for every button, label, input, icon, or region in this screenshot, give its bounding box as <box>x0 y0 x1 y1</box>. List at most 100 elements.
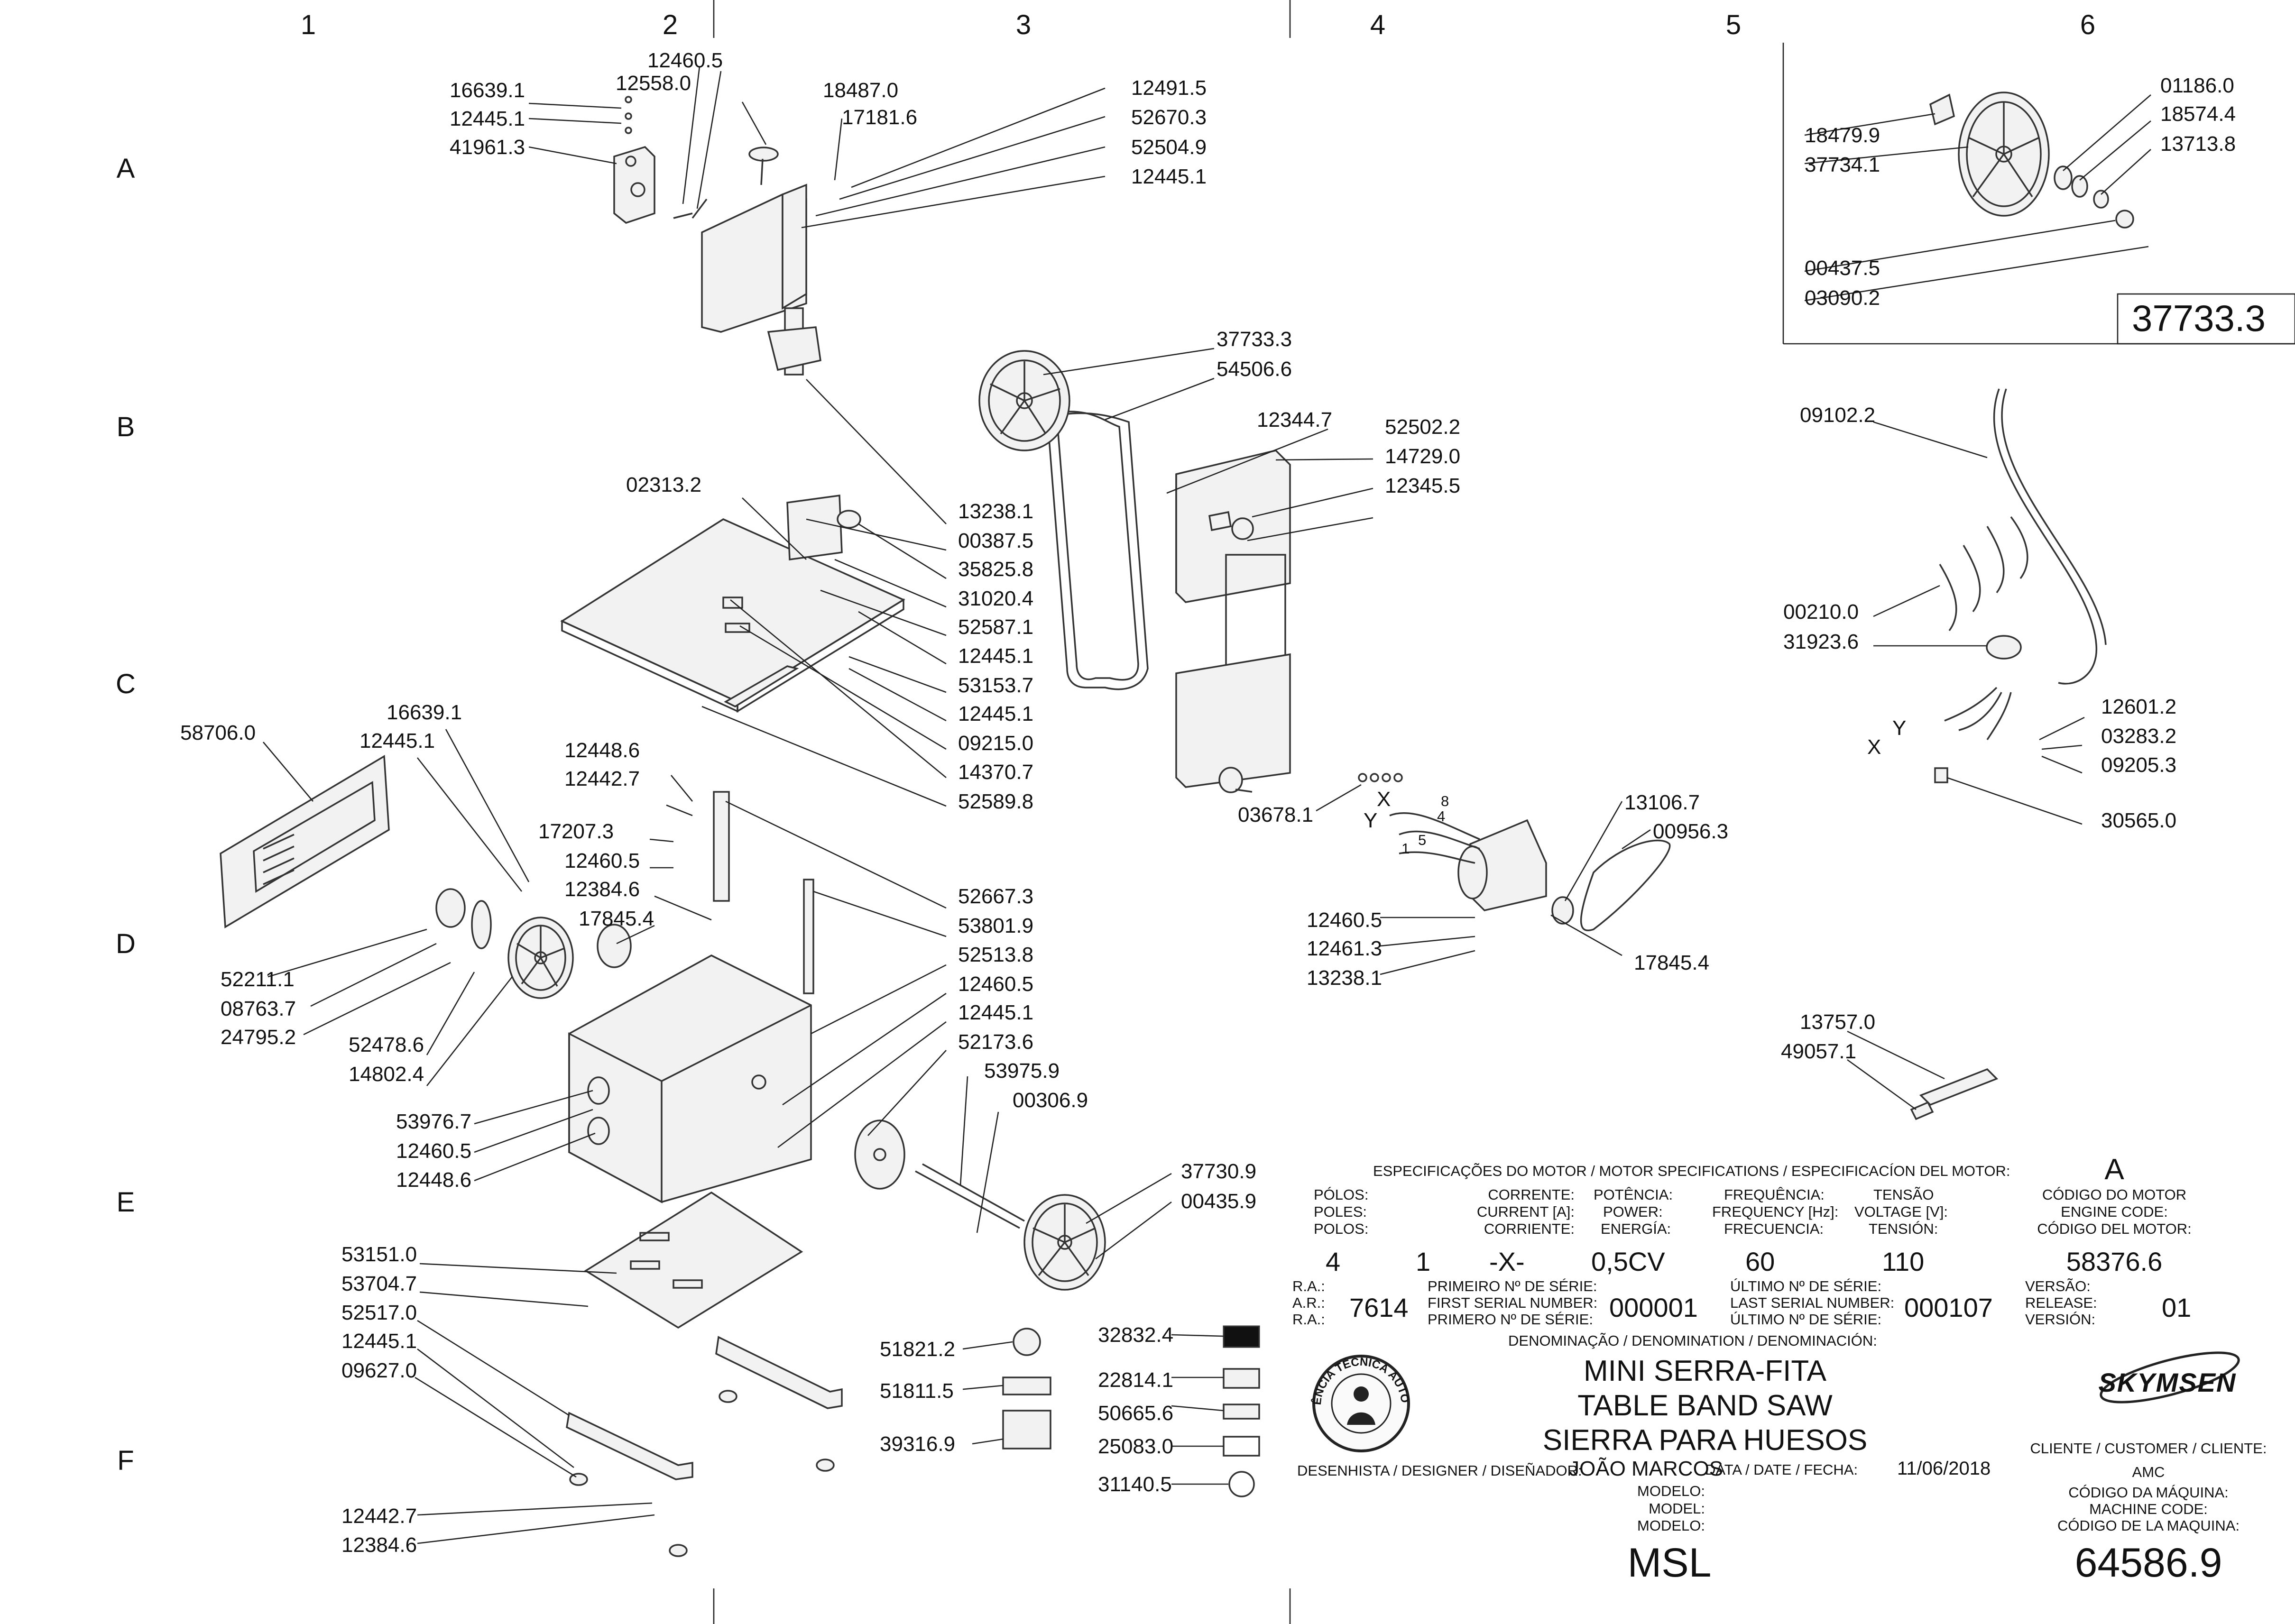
callout-52667-3: 52667.3 <box>958 885 1033 908</box>
designer-value: JOÃO MARCOS <box>1569 1457 1723 1480</box>
frequency-header-es: FRECUENCIA: <box>1724 1220 1824 1237</box>
callout-03678-1: 03678.1 <box>1238 803 1313 826</box>
date-label: DATA / DATE / FECHA: <box>1705 1461 1858 1478</box>
last-serial-value: 000107 <box>1904 1293 1993 1322</box>
grid-column-2: 2 <box>663 9 678 40</box>
tension-knob <box>748 147 779 185</box>
current-value: -X- <box>1489 1247 1525 1276</box>
callout-14729-0: 14729.0 <box>1385 445 1460 468</box>
grid-frame: 1 2 3 4 5 6 A B C D E F <box>116 0 2095 1624</box>
callout-12445-1-c: 12445.1 <box>958 644 1033 668</box>
power-cord <box>1934 388 2107 783</box>
frame-column <box>1175 450 1291 793</box>
power-header-pt: POTÊNCIA: <box>1594 1186 1673 1203</box>
callout-09627-0: 09627.0 <box>341 1359 417 1382</box>
wiring-terminal-4: 4 <box>1437 808 1445 825</box>
brand-wordmark: SKYMSEN <box>2099 1367 2237 1397</box>
callout-00437-5: 00437.5 <box>1805 257 1880 280</box>
callout-53704-7: 53704.7 <box>341 1272 417 1295</box>
callout-17207-3: 17207.3 <box>538 820 614 843</box>
callout-12491-5: 12491.5 <box>1131 76 1207 100</box>
callout-12345-5: 12345.5 <box>1385 474 1460 497</box>
ra-label-es: R.A.: <box>1292 1311 1325 1328</box>
callout-12344-7: 12344.7 <box>1257 408 1332 431</box>
power-header-en: POWER: <box>1603 1203 1663 1220</box>
callout-53976-7: 53976.7 <box>396 1110 471 1133</box>
last-serial-label-pt: ÚLTIMO Nº DE SÉRIE: <box>1730 1278 1881 1294</box>
callout-09215-0: 09215.0 <box>958 732 1033 755</box>
machine-code-label-en: MACHINE CODE: <box>2089 1501 2208 1517</box>
callout-09102-2: 09102.2 <box>1800 404 1875 427</box>
callout-12445-1-e: 12445.1 <box>359 729 435 752</box>
first-serial-label-es: PRIMERO Nº DE SÉRIE: <box>1428 1311 1593 1328</box>
callout-31020-4: 31020.4 <box>958 587 1033 610</box>
frequency-header-pt: FREQUÊNCIA: <box>1724 1186 1825 1203</box>
callout-12601-2: 12601.2 <box>2101 695 2176 718</box>
machine-code-label-es: CÓDIGO DE LA MAQUINA: <box>2057 1517 2240 1534</box>
version-label-es: VERSIÓN: <box>2025 1311 2095 1328</box>
callout-12448-6: 12448.6 <box>564 739 640 762</box>
callout-13713-8: 13713.8 <box>2160 132 2236 156</box>
callout-13238-1-b: 13238.1 <box>1307 966 1382 990</box>
frequency-value: 60 <box>1745 1247 1775 1276</box>
callout-37734-1: 37734.1 <box>1805 153 1880 176</box>
part-drawings <box>220 92 2134 1557</box>
model-value: MSL <box>1628 1540 1712 1586</box>
model-label-en: MODEL: <box>1649 1500 1705 1517</box>
engine-code-value: 58376.6 <box>2066 1247 2162 1276</box>
callout-16639-1: 16639.1 <box>450 79 525 102</box>
grid-column-6: 6 <box>2080 9 2095 40</box>
leader-lines <box>263 43 2295 1544</box>
callout-52587-1: 52587.1 <box>958 615 1033 639</box>
current-header-en: CURRENT [A]: <box>1477 1203 1575 1220</box>
inset-wheel <box>1929 92 2134 229</box>
grid-row-F: F <box>117 1445 134 1476</box>
callout-12445-1-g: 12445.1 <box>341 1330 417 1353</box>
last-serial-label-es: ÚLTIMO Nº DE SÉRIE: <box>1730 1311 1881 1328</box>
callout-39316-9: 39316.9 <box>880 1432 955 1456</box>
wiring-labels: X Y 8 4 5 1 X Y <box>1364 716 1906 857</box>
callout-52589-8: 52589.8 <box>958 790 1033 813</box>
callout-12460-5-b: 12460.5 <box>564 849 640 872</box>
poles-header-en: POLES: <box>1314 1203 1367 1220</box>
lower-wheel-left <box>435 888 632 999</box>
base-feet <box>566 1336 843 1557</box>
callout-52517-0: 52517.0 <box>341 1301 417 1324</box>
power-header-es: ENERGÍA: <box>1601 1220 1671 1237</box>
callout-52670-3: 52670.3 <box>1131 106 1207 129</box>
client-label: CLIENTE / CUSTOMER / CLIENTE: <box>2030 1440 2267 1457</box>
version-label-en: RELEASE: <box>2025 1294 2097 1311</box>
callout-53975-9: 53975.9 <box>984 1059 1060 1083</box>
motor-spec-title: ESPECIFICAÇÕES DO MOTOR / MOTOR SPECIFIC… <box>1373 1163 2010 1179</box>
grid-column-5: 5 <box>1726 9 1741 40</box>
upper-guide-column <box>701 184 821 376</box>
callout-16639-1-b: 16639.1 <box>387 701 462 724</box>
callout-52502-2: 52502.2 <box>1385 415 1460 439</box>
callout-12384-6: 12384.6 <box>564 878 640 901</box>
callout-30565-0: 30565.0 <box>2101 809 2176 832</box>
callout-00956-3: 00956.3 <box>1653 820 1728 843</box>
saw-table <box>560 495 905 713</box>
first-serial-value: 000001 <box>1609 1293 1698 1322</box>
callout-52504-9: 52504.9 <box>1131 136 1207 159</box>
callout-12460-5-d: 12460.5 <box>396 1139 471 1163</box>
callout-12445-1-b: 12445.1 <box>1131 165 1207 188</box>
callout-18479-9: 18479.9 <box>1805 124 1880 147</box>
current-header-pt: CORRENTE: <box>1488 1186 1575 1203</box>
date-value: 11/06/2018 <box>1897 1458 1991 1479</box>
callout-53151-0: 53151.0 <box>341 1243 417 1266</box>
callout-12460-5-e: 12460.5 <box>1307 908 1382 932</box>
callout-14802-4: 14802.4 <box>349 1063 424 1086</box>
callout-31923-6: 31923.6 <box>1783 630 1859 653</box>
callout-25083-0: 25083.0 <box>1098 1435 1173 1458</box>
callout-32832-4: 32832.4 <box>1098 1323 1173 1347</box>
callout-12442-7: 12442.7 <box>564 767 640 790</box>
saw-blade <box>1047 411 1149 690</box>
base-cabinet <box>568 954 812 1203</box>
voltage-header-en: VOLTAGE [V]: <box>1854 1203 1948 1220</box>
machine-code-label-pt: CÓDIGO DA MÁQUINA: <box>2068 1484 2229 1501</box>
callout-08763-7: 08763.7 <box>221 997 296 1020</box>
motor <box>1358 773 1671 932</box>
callout-51811-5: 51811.5 <box>880 1379 954 1403</box>
callout-37730-9: 37730.9 <box>1181 1160 1256 1183</box>
